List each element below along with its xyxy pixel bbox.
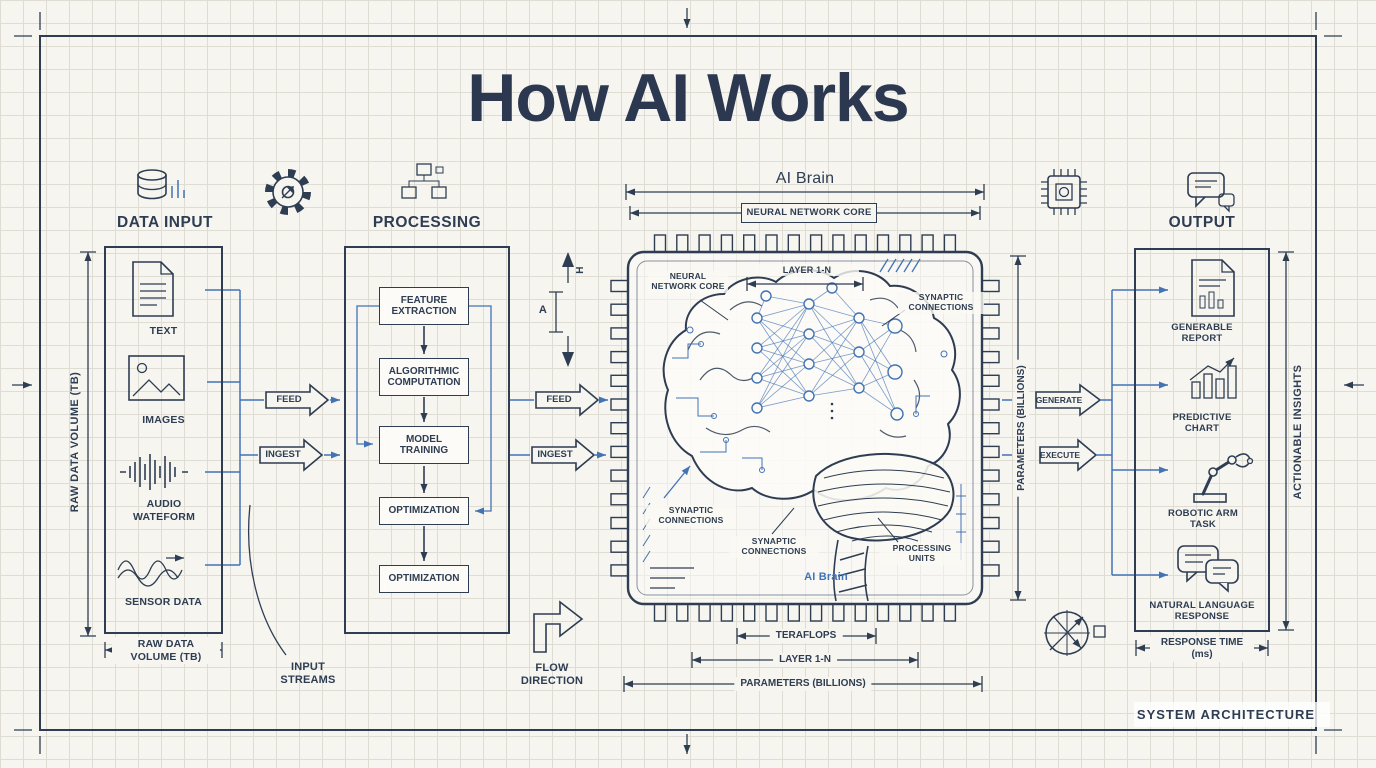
synaptic-connections-top-right-label: SYNAPTIC CONNECTIONS — [898, 292, 984, 314]
execute-block-arrow — [1039, 438, 1098, 472]
processing-step-algorithmic-computation: ALGORITHMIC COMPUTATION — [379, 358, 469, 396]
processing-step-model-training: MODEL TRAINING — [379, 426, 469, 464]
chip-icon — [1041, 169, 1087, 215]
processing-header: PROCESSING — [372, 214, 482, 231]
flow-direction-icon — [533, 600, 584, 653]
processing-units-label: PROCESSING UNITS — [880, 543, 964, 565]
output-box — [1134, 248, 1270, 632]
height-mark-label: H — [575, 266, 586, 274]
up-arrow-mark — [562, 252, 574, 267]
database-icon — [137, 169, 185, 200]
input-streams-label: INPUT STREAMS — [280, 661, 336, 687]
parameters-dimension-label: PARAMETERS (BILLIONS) — [734, 677, 872, 691]
processing-box — [344, 246, 510, 634]
output-item-label-chart: PREDICTIVE CHART — [1172, 412, 1232, 435]
flow-direction-label: FLOW DIRECTION — [520, 662, 584, 688]
synaptic-connections-left-label: SYNAPTIC CONNECTIONS — [646, 505, 736, 527]
robot-arm-icon — [1193, 453, 1254, 503]
chat-icon — [1187, 172, 1235, 213]
ai-brain-title: AI Brain — [775, 170, 835, 187]
output-flow — [1002, 251, 1294, 631]
actionable-insights-label: ACTIONABLE INSIGHTS — [1292, 364, 1304, 500]
processing-step-optimization-1: OPTIMIZATION — [379, 497, 469, 525]
processing-step-feature-extraction: FEATURE EXTRACTION — [379, 287, 469, 325]
input-item-label-sensor: SENSOR DATA — [124, 596, 203, 608]
gear-icon — [265, 169, 311, 215]
synaptic-connections-bottom-label: SYNAPTIC CONNECTIONS — [729, 536, 819, 558]
teraflops-dimension-label: TERAFLOPS — [769, 629, 843, 643]
feed-block-arrow-left — [265, 383, 330, 417]
feed-arrow-mid-label: FEED — [546, 394, 572, 405]
neural-network-core-inner-label: NEURAL NETWORK CORE — [648, 271, 728, 293]
output-item-label-nl: NATURAL LANGUAGE RESPONSE — [1149, 600, 1255, 623]
chart-icon — [1189, 357, 1237, 399]
brain-illustration — [662, 269, 961, 602]
down-arrow-mark — [562, 352, 574, 367]
input-connectors — [205, 289, 340, 656]
sensor-icon — [117, 554, 184, 587]
a-bracket — [549, 291, 563, 333]
brain-stem — [833, 539, 869, 602]
feed-arrow-left-label: FEED — [276, 394, 302, 405]
layer-1n-inner-label: LAYER 1-N — [755, 264, 859, 277]
ingest-block-arrow-mid — [531, 438, 596, 472]
title-block-strip — [1134, 702, 1330, 727]
mid-flow — [259, 252, 608, 472]
ingest-arrow-mid-label: INGEST — [537, 449, 573, 460]
image-icon — [128, 355, 185, 401]
output-item-label-robot: ROBOTIC ARM TASK — [1168, 508, 1238, 531]
speech-bubbles-icon — [1177, 545, 1239, 593]
input-item-label-audio: AUDIO WATEFORM — [132, 498, 196, 523]
hatch-marks — [879, 258, 921, 273]
cerebellum — [812, 453, 955, 542]
raw-data-volume-dimension-left — [80, 251, 96, 637]
response-time-label: RESPONSE TIME (ms) — [1150, 636, 1254, 662]
input-streams-leader — [247, 504, 287, 656]
system-architecture-label: SYSTEM ARCHITECTURE — [1136, 707, 1316, 722]
flowchart-icon — [401, 163, 447, 199]
neural-network-core-top-label: NEURAL NETWORK CORE — [741, 203, 877, 223]
circuit-traces — [672, 326, 948, 473]
input-item-label-images: IMAGES — [142, 414, 185, 426]
label-leaders — [663, 299, 906, 543]
page-title: How AI Works — [467, 60, 909, 136]
ingest-block-arrow-left — [259, 438, 324, 472]
execute-arrow-label: EXECUTE — [1039, 450, 1081, 460]
feed-block-arrow-mid — [535, 383, 600, 417]
area-mark-label: A — [538, 304, 548, 316]
output-header: OUTPUT — [1168, 214, 1236, 231]
blueprint-frame — [12, 8, 1364, 754]
data-input-header: DATA INPUT — [117, 214, 213, 231]
compass-icon — [1044, 610, 1106, 656]
report-icon — [1191, 259, 1235, 317]
raw-data-volume-label: RAW DATA VOLUME (TB) — [112, 637, 220, 665]
layer-dimension-label: LAYER 1-N — [773, 653, 837, 667]
neural-network — [751, 282, 904, 421]
waveform-icon — [120, 454, 188, 490]
ai-brain-caption: AI Brain — [804, 571, 848, 583]
data-input-box — [104, 246, 223, 634]
parameters-side-label: PARAMETERS (BILLIONS) — [1015, 359, 1029, 497]
processing-step-optimization-2: OPTIMIZATION — [379, 565, 469, 593]
chip-pins — [610, 234, 1000, 622]
input-item-label-text: TEXT — [149, 325, 178, 337]
generate-block-arrow — [1035, 383, 1102, 417]
processing-flow-arrows — [356, 305, 492, 561]
raw-data-volume-side-label: RAW DATA VOLUME (TB) — [69, 371, 81, 513]
output-item-label-report: GENERABLE REPORT — [1171, 322, 1233, 345]
ingest-arrow-left-label: INGEST — [265, 449, 301, 460]
generate-arrow-label: GENERATE — [1035, 395, 1083, 405]
document-icon — [132, 261, 174, 317]
